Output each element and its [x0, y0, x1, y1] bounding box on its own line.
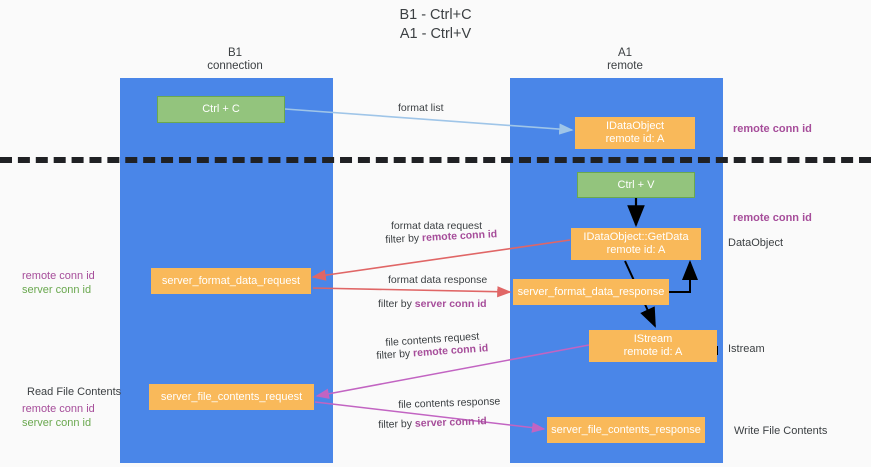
column-header-b1-sub: connection [207, 60, 263, 72]
annotation-read-file-contents-text: Read File Contents [27, 386, 122, 398]
node-idataobject-sub: remote id: A [605, 133, 665, 145]
filter-prefix: filter by [376, 347, 414, 362]
node-idataobject-label: IDataObject [605, 120, 665, 132]
node-server-format-data-request[interactable]: server_format_data_request [151, 268, 311, 294]
column-header-a1: A1 remote [510, 47, 740, 73]
annotation-left-middle-server: server conn id [22, 284, 92, 296]
edge-label-format-data-response-text: format data response [388, 274, 488, 286]
annotation-dataobject: DataObject [728, 237, 784, 249]
filter-prefix: filter by [378, 298, 415, 310]
edge-label-format-list-text: format list [398, 102, 444, 114]
node-ctrl-c-label: Ctrl + C [202, 103, 240, 115]
edge-label-file-contents-response: file contents response [398, 395, 501, 412]
edge-label-file-contents-response-filter: filter by server conn id [378, 415, 487, 432]
section-divider [0, 157, 871, 163]
annotation-read-file-contents: Read File Contents [27, 385, 121, 399]
node-istream-label: IStream [633, 333, 673, 345]
node-ctrl-v[interactable]: Ctrl + V [577, 172, 695, 198]
node-istream[interactable]: IStream remote id: A [589, 330, 717, 362]
page-title: B1 - Ctrl+C A1 - Ctrl+V [0, 6, 871, 44]
column-header-a1-sub: remote [607, 60, 643, 72]
node-istream-sub: remote id: A [623, 346, 683, 358]
edge-label-file-contents-response-text: file contents response [398, 395, 501, 411]
edge-label-format-list: format list [398, 102, 444, 115]
node-server-format-data-response-label: server_format_data_response [517, 285, 665, 298]
node-idataobject-getdata-label: IDataObject::GetData [583, 231, 689, 243]
annotation-left-middle: remote conn id server conn id [22, 269, 95, 297]
edge-label-format-data-request: format data request [391, 220, 482, 233]
filter-key-server-conn-id: server conn id [414, 415, 487, 430]
column-header-b1-name: B1 [227, 47, 243, 59]
annotation-left-bottom-remote: remote conn id [22, 403, 95, 415]
node-ctrl-v-label: Ctrl + V [617, 178, 655, 191]
filter-key-remote-conn-id: remote conn id [421, 228, 498, 245]
annotation-remote-conn-id-top: remote conn id [733, 123, 812, 135]
edge-label-format-data-request-text: format data request [391, 220, 483, 232]
node-ctrl-c[interactable]: Ctrl + C [157, 96, 285, 123]
annotation-write-file-contents: Write File Contents [734, 425, 828, 437]
filter-key-server-conn-id: server conn id [414, 298, 487, 310]
edge-label-format-data-response: format data response [388, 274, 487, 287]
node-server-format-data-response[interactable]: server_format_data_response [513, 279, 669, 305]
column-header-b1: B1 connection [120, 47, 350, 73]
annotation-left-bottom: remote conn id server conn id [22, 402, 95, 430]
annotation-istream: Istream [728, 343, 765, 355]
node-server-file-contents-response[interactable]: server_file_contents_response [547, 417, 705, 443]
annotation-left-bottom-server: server conn id [22, 417, 92, 429]
annotation-remote-conn-id-mid: remote conn id [733, 212, 812, 224]
title-line-2: A1 - Ctrl+V [399, 26, 472, 42]
annotation-left-middle-remote: remote conn id [22, 270, 95, 282]
node-server-file-contents-response-label: server_file_contents_response [551, 423, 701, 436]
filter-prefix: filter by [385, 232, 423, 246]
node-idataobject-getdata[interactable]: IDataObject::GetData remote id: A [571, 228, 701, 260]
edge-label-format-data-response-filter: filter by server conn id [378, 298, 487, 311]
column-header-a1-name: A1 [617, 47, 633, 59]
node-server-file-contents-request-label: server_file_contents_request [160, 390, 303, 403]
filter-prefix: filter by [378, 417, 416, 431]
title-line-1: B1 - Ctrl+C [399, 7, 472, 23]
node-idataobject-getdata-sub: remote id: A [606, 244, 666, 256]
node-idataobject[interactable]: IDataObject remote id: A [575, 117, 695, 149]
node-server-format-data-request-label: server_format_data_request [161, 274, 301, 287]
node-server-file-contents-request[interactable]: server_file_contents_request [149, 384, 314, 410]
